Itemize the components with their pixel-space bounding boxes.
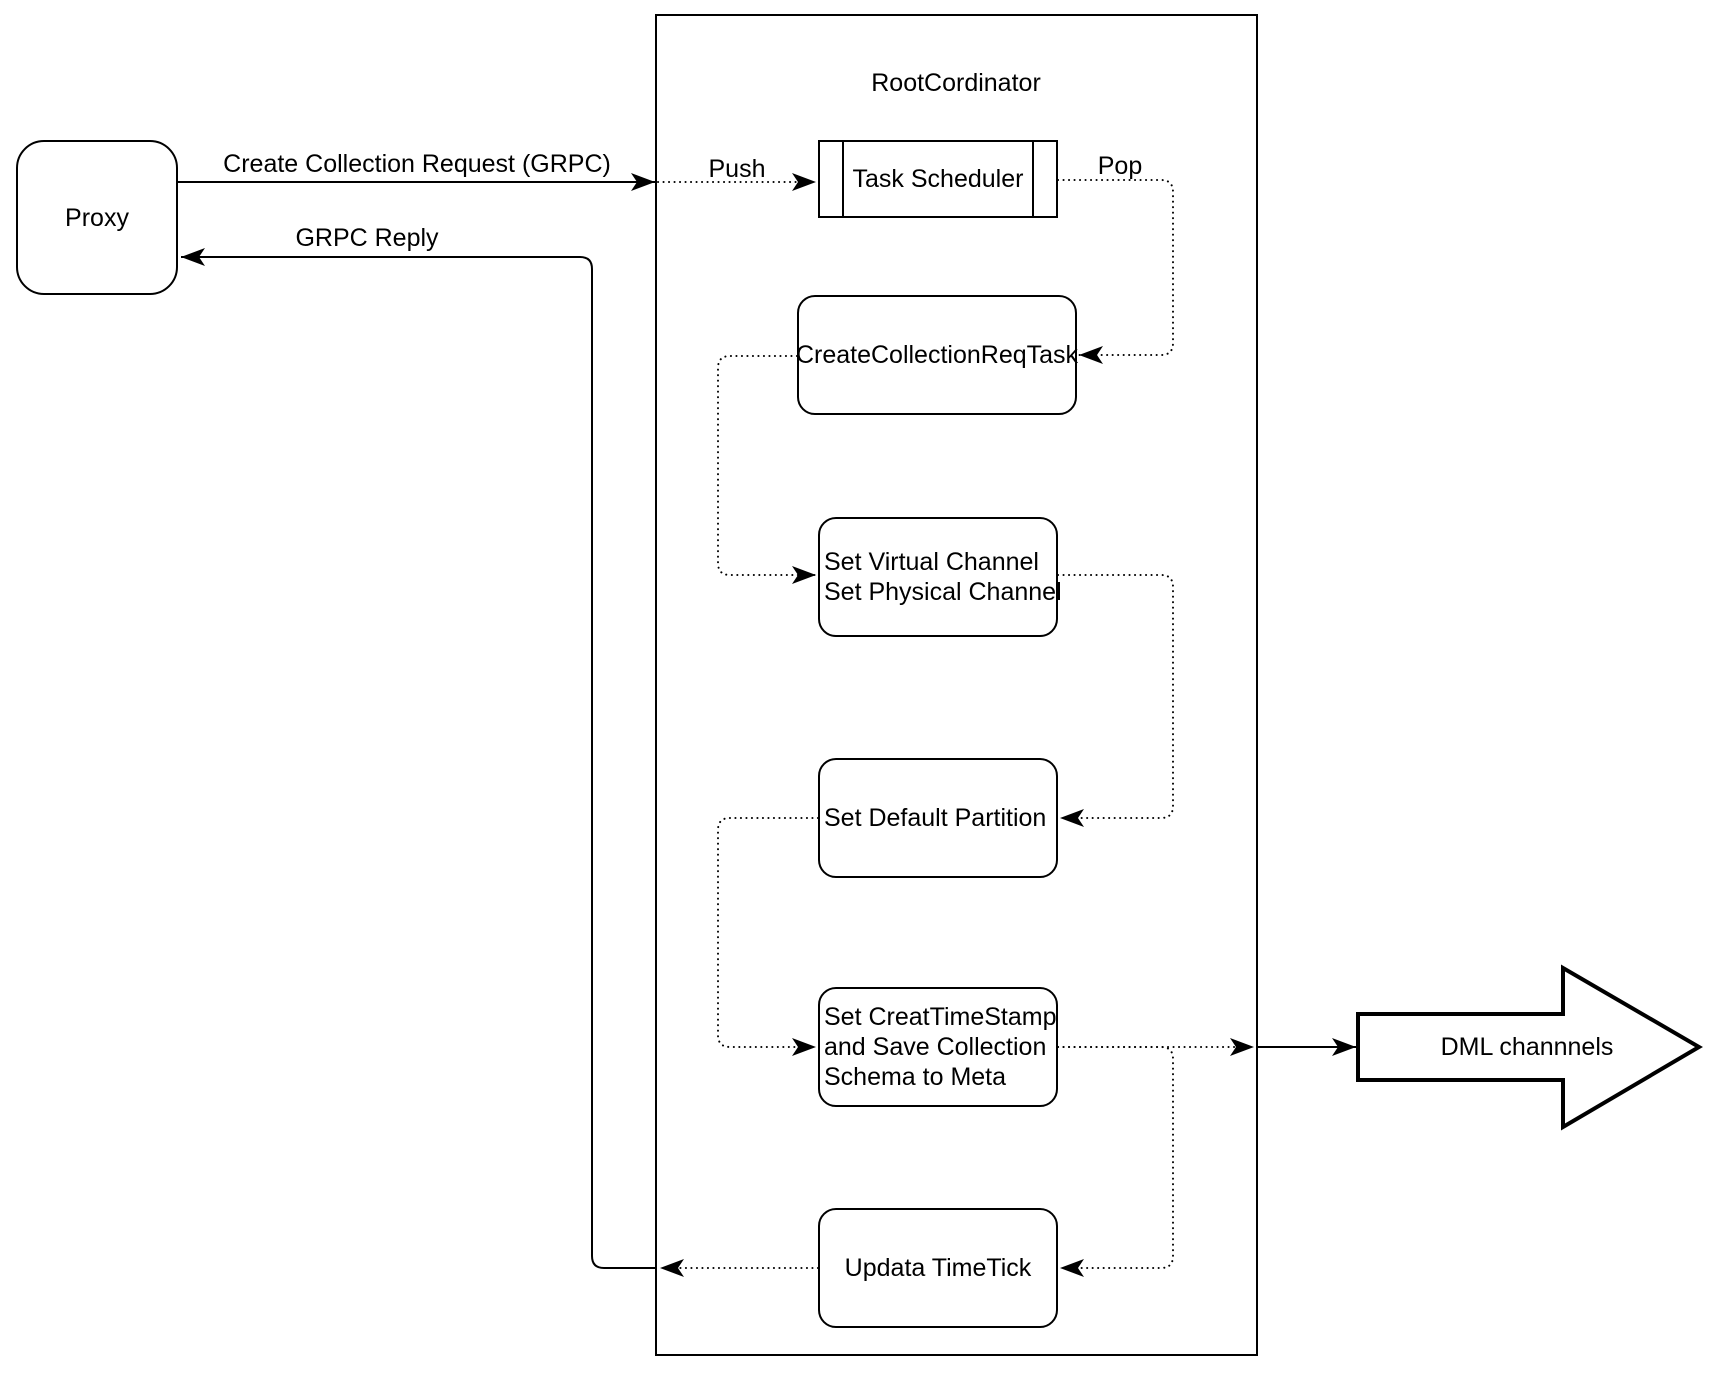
set-virtual-channel-node: Set Virtual Channel Set Physical Channel [818,517,1062,637]
set-virtual-channel-line1: Set Virtual Channel [824,548,1039,576]
set-default-partition-node: Set Default Partition [818,758,1058,878]
pop-label: Pop [1097,152,1143,180]
proxy-node: Proxy [16,140,178,295]
create-collection-request-label: Create Collection Request (GRPC) [223,150,611,178]
rootcoordinator-title: RootCordinator [871,69,1041,97]
edge-reqtask-to-virtualchannel [717,355,817,584]
edge-virtualchannel-to-defaultpartition [1057,574,1174,827]
edge-defaultpartition-to-timestamp [717,817,819,1056]
task-scheduler-left-bar [842,142,844,216]
proxy-label: Proxy [65,203,129,232]
set-creat-timestamp-line1: Set CreatTimeStamp [824,1003,1057,1031]
task-scheduler-label: Task Scheduler [852,165,1024,193]
set-creat-timestamp-line3: Schema to Meta [824,1063,1007,1091]
rootcoordinator-container [655,14,1258,1356]
task-scheduler-right-bar [1032,142,1034,216]
set-default-partition-label: Set Default Partition [824,804,1047,832]
set-creat-timestamp-line2: and Save Collection [824,1033,1047,1061]
set-creat-timestamp-node: Set CreatTimeStamp and Save Collection S… [818,987,1058,1107]
set-virtual-channel-line2: Set Physical Channel [824,578,1062,606]
edge-timestamp-to-timetick [1057,1046,1174,1277]
task-scheduler-node: Task Scheduler [818,140,1058,218]
dml-channels-label: DML channnels [1440,1033,1614,1061]
updata-timetick-label: Updata TimeTick [844,1254,1032,1282]
updata-timetick-node: Updata TimeTick [818,1208,1058,1328]
edge-grpc-reply [181,248,657,1269]
grpc-reply-label: GRPC Reply [295,224,439,252]
edge-pop [1057,179,1174,364]
push-label: Push [708,155,766,183]
create-collection-req-task-label: CreateCollectionReqTask [795,341,1079,369]
create-collection-req-task-node: CreateCollectionReqTask [795,295,1079,415]
dml-arrow-shape [1356,964,1703,1131]
